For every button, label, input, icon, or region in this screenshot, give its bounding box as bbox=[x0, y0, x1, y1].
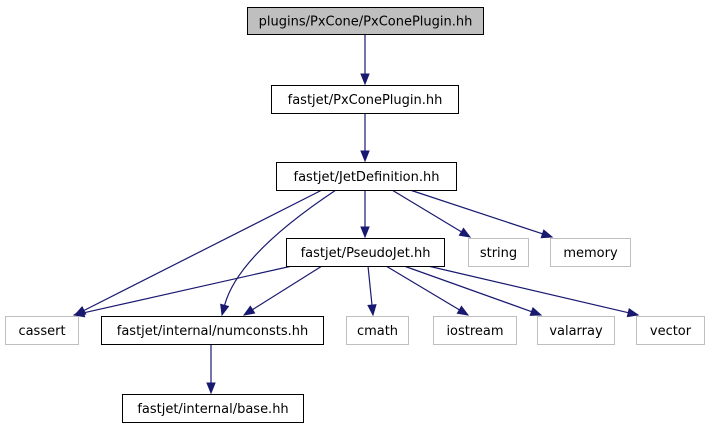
node-label: vector bbox=[650, 324, 692, 339]
node-label: iostream bbox=[446, 324, 503, 339]
edge-jetdefinition-to-cassert bbox=[73, 189, 323, 316]
node-label: fastjet/JetDefinition.hh bbox=[294, 170, 440, 185]
edge-line bbox=[83, 265, 293, 314]
node-numconsts[interactable]: fastjet/internal/numconsts.hh bbox=[101, 316, 324, 345]
edge-arrowhead bbox=[529, 307, 543, 316]
edge-line bbox=[391, 189, 462, 233]
edge-arrowhead bbox=[360, 73, 370, 86]
edge-line bbox=[427, 265, 629, 314]
node-box bbox=[122, 394, 304, 423]
node-memory: memory bbox=[550, 238, 631, 267]
edge-line bbox=[409, 189, 543, 235]
node-box bbox=[271, 85, 459, 114]
node-label: plugins/PxCone/PxConePlugin.hh bbox=[259, 15, 473, 30]
node-box bbox=[537, 316, 615, 345]
node-jetdefinition[interactable]: fastjet/JetDefinition.hh bbox=[276, 162, 457, 191]
node-box bbox=[101, 316, 324, 345]
node-box bbox=[346, 316, 409, 345]
edge-line bbox=[403, 265, 532, 313]
edge-pxconeplugin_root-to-pxconeplugin bbox=[360, 34, 370, 86]
node-box bbox=[5, 316, 79, 345]
node-string: string bbox=[468, 238, 529, 267]
node-box bbox=[276, 162, 457, 191]
edge-jetdefinition-to-numconsts bbox=[220, 189, 337, 317]
edge-pseudojet-to-iostream bbox=[385, 265, 470, 316]
node-box bbox=[286, 238, 445, 267]
node-label: fastjet/internal/base.hh bbox=[137, 402, 288, 417]
edge-arrowhead bbox=[540, 229, 554, 239]
edge-line bbox=[385, 265, 460, 311]
edge-pseudojet-to-cmath bbox=[367, 265, 377, 317]
node-label: fastjet/internal/numconsts.hh bbox=[117, 324, 309, 339]
node-box bbox=[433, 316, 517, 345]
edges-layer bbox=[72, 34, 640, 395]
edge-jetdefinition-to-string bbox=[391, 189, 472, 238]
node-base[interactable]: fastjet/internal/base.hh bbox=[122, 394, 304, 423]
node-box bbox=[247, 7, 484, 35]
edge-arrowhead bbox=[242, 305, 256, 316]
node-pxconeplugin[interactable]: fastjet/PxConePlugin.hh bbox=[271, 85, 459, 114]
edge-jetdefinition-to-pseudojet bbox=[360, 190, 370, 239]
node-label: fastjet/PseudoJet.hh bbox=[301, 246, 431, 261]
edge-line bbox=[223, 189, 337, 306]
edge-line bbox=[367, 265, 373, 306]
node-pxconeplugin_root[interactable]: plugins/PxCone/PxConePlugin.hh bbox=[247, 7, 484, 35]
edge-arrowhead bbox=[360, 226, 370, 239]
node-vector: vector bbox=[636, 316, 705, 345]
node-cmath: cmath bbox=[346, 316, 409, 345]
edge-arrowhead bbox=[206, 382, 216, 395]
edge-pseudojet-to-cassert bbox=[72, 265, 293, 318]
node-label: cassert bbox=[18, 324, 65, 339]
node-box bbox=[550, 238, 631, 267]
edge-arrowhead bbox=[626, 307, 640, 318]
edge-line bbox=[83, 189, 323, 312]
edge-arrowhead bbox=[72, 308, 86, 318]
edge-arrowhead bbox=[360, 150, 370, 163]
node-label: string bbox=[480, 246, 517, 261]
edge-pseudojet-to-vector bbox=[427, 265, 640, 318]
edge-arrowhead bbox=[458, 227, 472, 238]
edge-jetdefinition-to-memory bbox=[409, 189, 554, 239]
node-label: fastjet/PxConePlugin.hh bbox=[288, 93, 443, 108]
node-iostream: iostream bbox=[433, 316, 517, 345]
edge-arrowhead bbox=[456, 305, 470, 316]
edge-numconsts-to-base bbox=[206, 344, 216, 395]
node-cassert: cassert bbox=[5, 316, 79, 345]
node-box bbox=[636, 316, 705, 345]
edge-line bbox=[252, 265, 323, 311]
node-label: valarray bbox=[549, 324, 603, 339]
edge-arrowhead bbox=[220, 303, 230, 317]
edge-pseudojet-to-valarray bbox=[403, 265, 543, 316]
edge-pseudojet-to-numconsts bbox=[242, 265, 323, 316]
node-box bbox=[468, 238, 529, 267]
edge-pxconeplugin-to-jetdefinition bbox=[360, 113, 370, 163]
edge-arrowhead bbox=[367, 304, 377, 317]
node-pseudojet[interactable]: fastjet/PseudoJet.hh bbox=[286, 238, 445, 267]
node-label: memory bbox=[563, 246, 618, 261]
node-valarray: valarray bbox=[537, 316, 615, 345]
nodes-layer: plugins/PxCone/PxConePlugin.hh fastjet/Px… bbox=[5, 7, 705, 423]
node-label: cmath bbox=[357, 324, 398, 339]
